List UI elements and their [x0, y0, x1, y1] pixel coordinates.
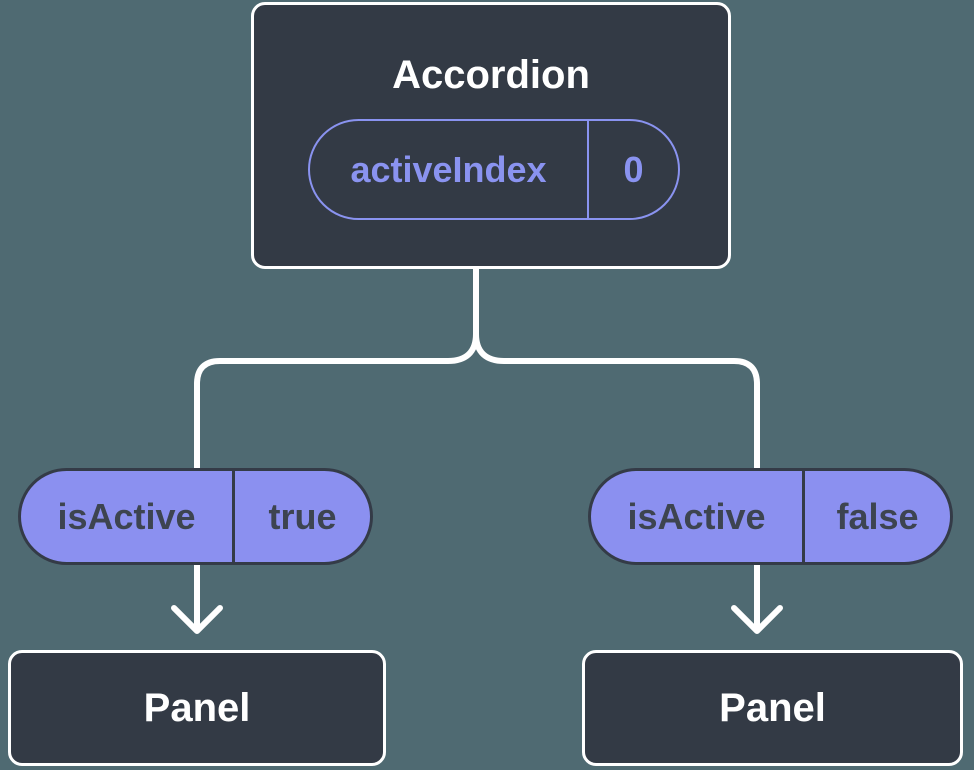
- panel-node-right: Panel: [582, 650, 963, 766]
- state-pill-activeindex: activeIndex 0: [308, 119, 680, 220]
- arrowhead-left-icon: [171, 605, 223, 634]
- arrowhead-right-icon: [731, 605, 783, 634]
- prop-pill-name: isActive: [627, 495, 766, 537]
- state-pill-name: activeIndex: [350, 148, 547, 190]
- branch-left-line: [194, 331, 479, 631]
- prop-pill-value: true: [232, 471, 370, 562]
- accordion-node-title: Accordion: [392, 53, 590, 97]
- prop-pill-isactive-true: isActive true: [18, 468, 373, 565]
- panel-node-left: Panel: [8, 650, 386, 766]
- prop-pill-name: isActive: [57, 495, 196, 537]
- prop-pill-value: false: [802, 471, 950, 562]
- prop-pill-isactive-false: isActive false: [588, 468, 953, 565]
- state-pill-value: 0: [587, 121, 678, 218]
- branch-right-line: [473, 331, 760, 631]
